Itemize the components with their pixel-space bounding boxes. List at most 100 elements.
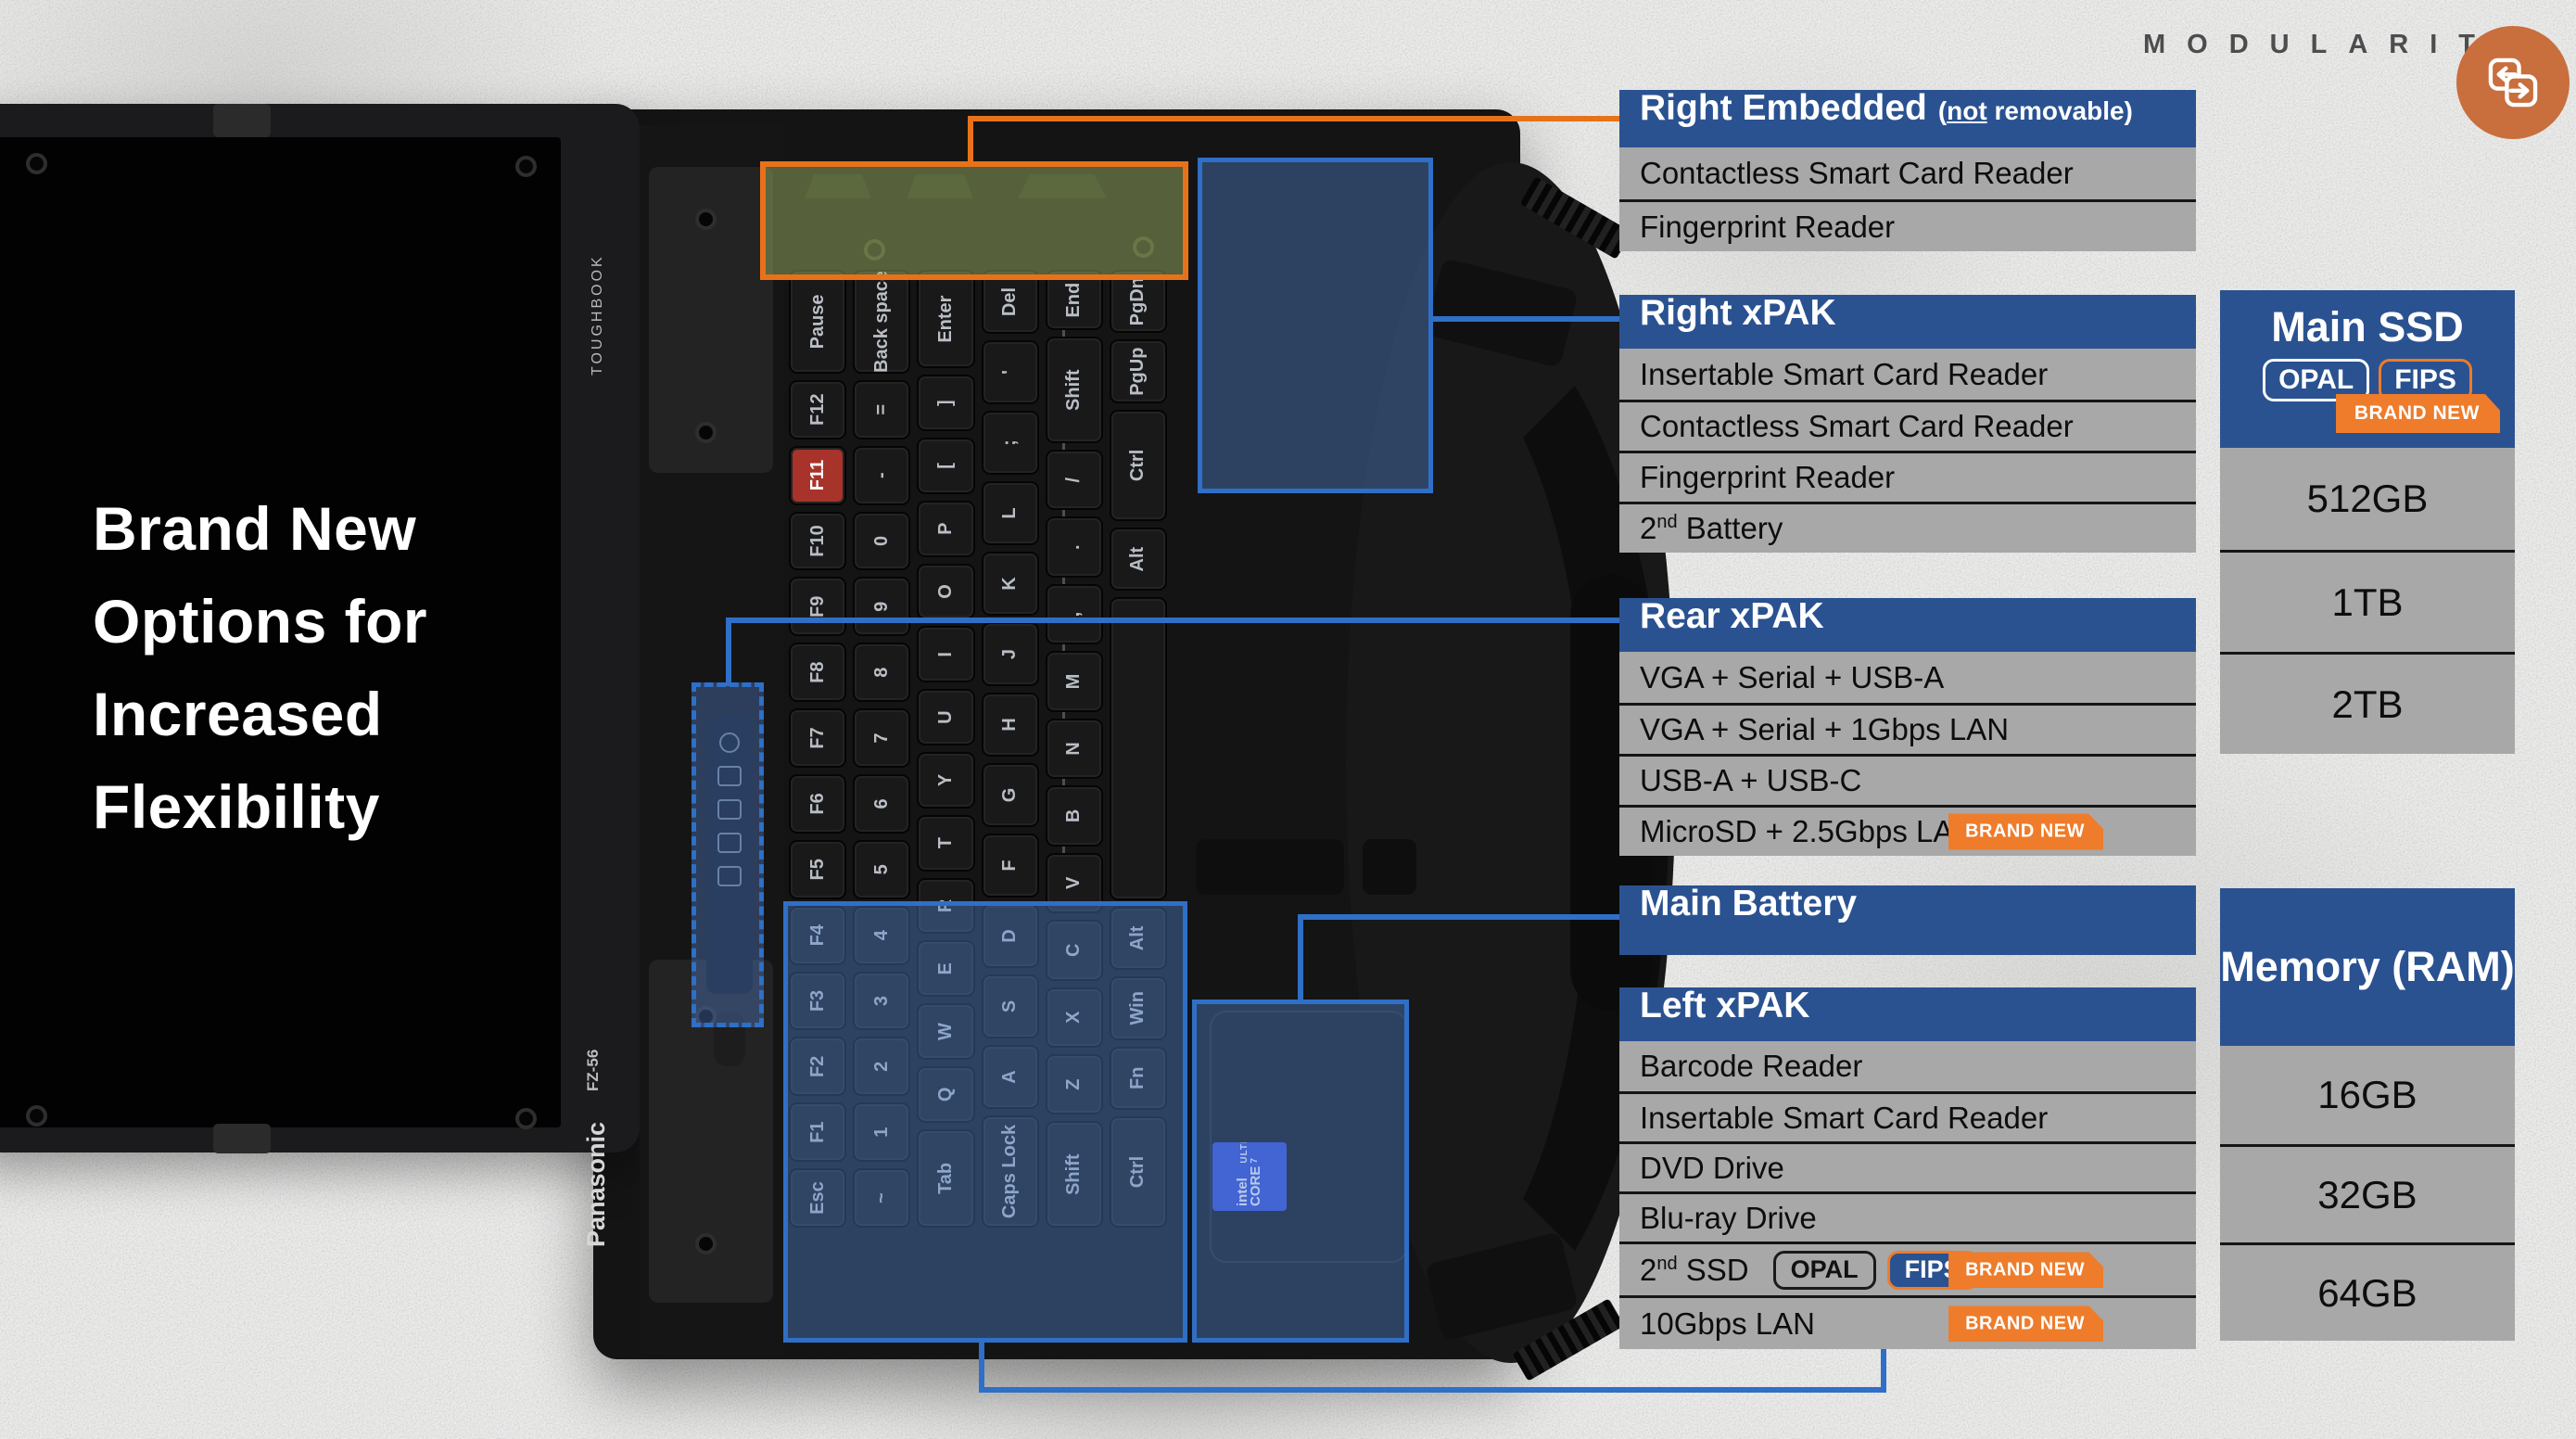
table-row: Contactless Smart Card Reader — [1619, 400, 2196, 451]
touchpad-button-right — [1363, 839, 1416, 895]
key--: ' — [981, 340, 1039, 404]
panel-subtitle: (not removable) — [1937, 96, 2133, 125]
key-y: Y — [917, 751, 975, 809]
panel-main-battery: Main Battery — [1619, 885, 2196, 955]
key-space — [1109, 597, 1168, 900]
key-g: G — [981, 763, 1039, 827]
slide-title-line: Increased — [93, 680, 383, 748]
highlight-main-battery — [1192, 1000, 1409, 1343]
key-f7: F7 — [789, 708, 847, 768]
panel-header: Right xPAK — [1619, 295, 2196, 349]
table-row: Fingerprint Reader — [1619, 451, 2196, 502]
swap-icon — [2488, 57, 2538, 108]
connector-main-battery — [1298, 914, 1303, 1002]
key-i: I — [917, 626, 975, 683]
key--: , — [1045, 583, 1103, 645]
key--: ; — [981, 411, 1039, 475]
connector-right-xpak — [1431, 316, 1622, 322]
key-f6: F6 — [789, 773, 847, 834]
panel-header: Rear xPAK — [1619, 598, 2196, 652]
table-row: 2TB — [2220, 652, 2515, 754]
connector-right-embedded — [968, 116, 973, 167]
panel-right-embedded: Right Embedded (not removable) Contactle… — [1619, 90, 2196, 251]
touchpad — [1210, 1011, 1408, 1263]
panel-title: Rear xPAK — [1640, 596, 1824, 636]
wireless-icon — [717, 866, 742, 886]
table-row: 32GB — [2220, 1144, 2515, 1242]
key-o: O — [917, 563, 975, 620]
lid-latch-bottom — [213, 1124, 271, 1153]
table-row: 2nd SSD OPAL FIPS BRAND NEW — [1619, 1242, 2196, 1295]
battery-a-icon — [717, 766, 742, 786]
model-label: FZ-56 — [584, 1049, 602, 1091]
key-f10: F10 — [789, 511, 847, 571]
key-k: K — [981, 552, 1039, 616]
modularity-label: MODULARITY — [2143, 30, 2536, 59]
key--: / — [1045, 450, 1103, 511]
table-row: Blu-ray Drive — [1619, 1191, 2196, 1242]
panel-memory: Memory (RAM) 16GB 32GB 64GB — [2220, 888, 2515, 1341]
panel-title: Right Embedded — [1640, 88, 1927, 128]
key--: = — [853, 379, 911, 439]
modularity-badge — [2456, 26, 2570, 139]
power-icon — [719, 732, 740, 753]
key--: - — [853, 445, 911, 505]
connector-left-xpak — [1881, 1349, 1886, 1393]
slide-title-line: Options for — [93, 587, 428, 656]
highlight-right-embedded — [760, 161, 1188, 280]
table-row: 16GB — [2220, 1046, 2515, 1144]
table-row: USB-A + USB-C — [1619, 754, 2196, 805]
key-p: P — [917, 500, 975, 557]
table-row: Barcode Reader — [1619, 1041, 2196, 1091]
table-row: 64GB — [2220, 1242, 2515, 1341]
connector-rear-xpak — [726, 618, 1622, 623]
key-u: U — [917, 689, 975, 745]
key-f: F — [981, 834, 1039, 898]
key--: . — [1045, 516, 1103, 578]
panel-title: Main Battery — [1640, 884, 1858, 923]
table-row: MicroSD + 2.5Gbps LAN BRAND NEW — [1619, 805, 2196, 856]
key-pgup: PgUp — [1109, 339, 1168, 403]
connector-main-battery — [1298, 914, 1622, 920]
table-row: Insertable Smart Card Reader — [1619, 1091, 2196, 1141]
connector-left-xpak — [979, 1341, 984, 1393]
key--: [ — [917, 438, 975, 494]
key-f11: F11 — [789, 445, 847, 505]
panel-rear-xpak: Rear xPAK VGA + Serial + USB-A VGA + Ser… — [1619, 598, 2196, 856]
key-f8: F8 — [789, 643, 847, 703]
table-row: VGA + Serial + USB-A — [1619, 652, 2196, 703]
key-alt: Alt — [1109, 527, 1168, 592]
slide-title-line: Brand New — [93, 494, 417, 563]
battery-1-icon — [717, 799, 742, 820]
lid-latch-top — [213, 104, 271, 137]
table-row: DVD Drive — [1619, 1141, 2196, 1191]
key-8: 8 — [853, 643, 911, 703]
screw — [26, 153, 47, 174]
panel-left-xpak: Left xPAK Barcode Reader Insertable Smar… — [1619, 987, 2196, 1349]
toughbook-logo: TOUGHBOOK — [590, 254, 605, 376]
key-f12: F12 — [789, 379, 847, 439]
key-m: M — [1045, 651, 1103, 712]
slide-title: Brand New Options for Increased Flexibil… — [93, 482, 575, 853]
screw — [695, 1233, 717, 1254]
key-h: H — [981, 693, 1039, 757]
screw — [695, 209, 717, 230]
key-7: 7 — [853, 708, 911, 768]
connector-right-embedded — [968, 116, 1622, 121]
key-f9: F9 — [789, 577, 847, 637]
screw — [515, 1108, 537, 1129]
table-row: 10Gbps LAN BRAND NEW — [1619, 1295, 2196, 1349]
table-row: 512GB — [2220, 448, 2515, 550]
key-0: 0 — [853, 511, 911, 571]
intel-core-sticker: intel CORE ULTRA 7 vPRO — [1212, 1142, 1287, 1211]
table-row: 1TB — [2220, 550, 2515, 652]
key-enter: Enter — [917, 269, 975, 369]
brand-new-badge: BRAND NEW — [1948, 1305, 2103, 1342]
key--: ] — [917, 375, 975, 431]
panel-header: Main Battery — [1619, 885, 2196, 955]
panel-header: Left xPAK — [1619, 987, 2196, 1041]
key-t: T — [917, 814, 975, 872]
